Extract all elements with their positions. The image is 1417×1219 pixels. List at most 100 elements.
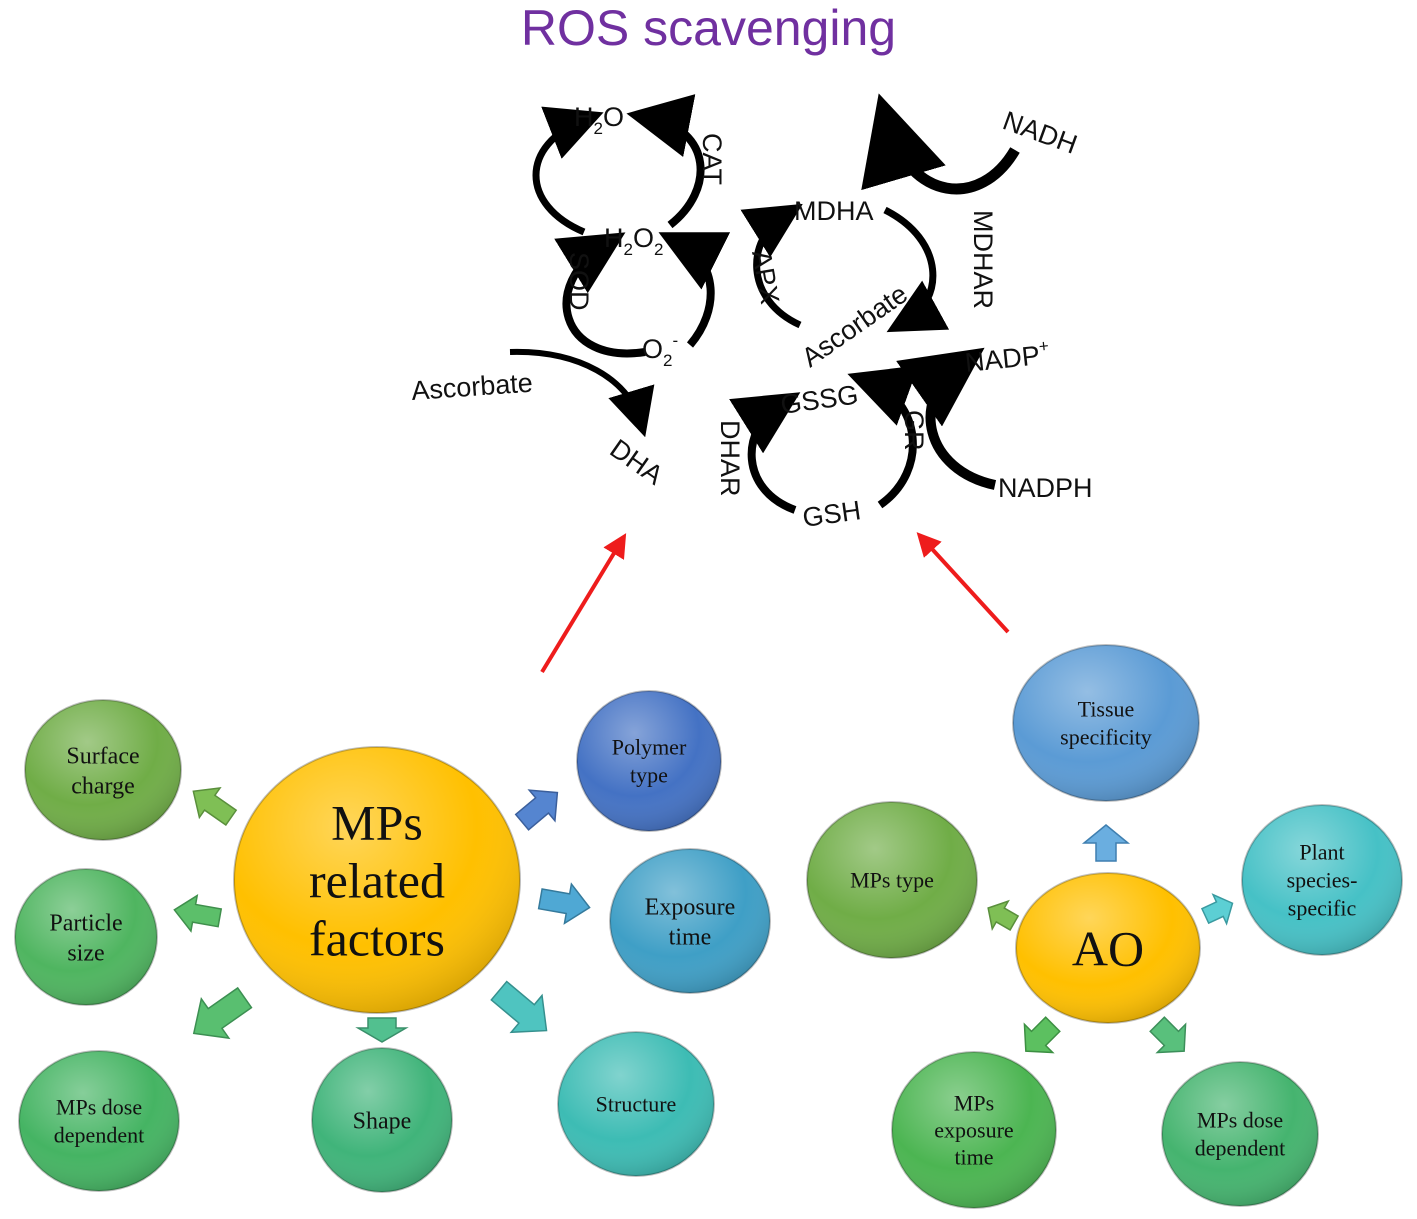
surface-charge-label-line: Surface — [66, 743, 139, 769]
shape-gloss — [312, 1048, 452, 1192]
block-arrow — [192, 787, 238, 827]
apx-label: APX — [746, 248, 785, 306]
plant-species-specific-gloss — [1242, 805, 1402, 955]
plant-species-specific-label-line: Plant — [1299, 840, 1344, 865]
mps-type-gloss — [807, 802, 977, 958]
mps-center-gloss — [234, 747, 520, 1013]
block-arrow — [1200, 893, 1234, 926]
mdha-label: MDHA — [794, 196, 874, 226]
sod-label: SOD — [564, 252, 594, 311]
block-arrow — [1149, 1016, 1187, 1054]
mps-center-label-line: MPs — [331, 795, 423, 851]
polymer-type-label-line: type — [630, 763, 668, 788]
gsh-label: GSH — [801, 495, 863, 533]
ascorbate-mid-label: Ascorbate — [796, 279, 913, 373]
tissue-specificity-label-line: Tissue — [1078, 697, 1135, 722]
nadph-label: NADPH — [998, 473, 1093, 503]
polymer-type-node: Polymer type — [576, 690, 722, 832]
cycle-arrow — [729, 392, 801, 514]
ao-mps-dose-label-line: MPs dose — [1197, 1108, 1283, 1133]
block-arrow — [514, 789, 559, 831]
tissue-specificity-label-line: specificity — [1060, 725, 1152, 750]
cat-label: CAT — [697, 133, 727, 185]
mps-type-node: MPs type — [806, 801, 978, 959]
plant-species-specific-label-line: specific — [1288, 896, 1357, 921]
ros-pathway: H2O H2O2 O2- CAT SOD APX MDHA MDHAR NADH… — [410, 93, 1093, 533]
exposure-time-label-line: time — [669, 924, 712, 950]
surface-charge-label-line: charge — [71, 773, 135, 799]
cycle-arrow — [740, 203, 803, 329]
structure-gloss — [558, 1032, 714, 1176]
exposure-time-gloss — [610, 849, 770, 993]
ao-mps-dose-label: MPs dose dependent — [1195, 1108, 1285, 1161]
shape-label-line: Shape — [353, 1108, 412, 1134]
cycle-arrow — [847, 365, 919, 509]
cycle-arrow — [554, 232, 646, 358]
exposure-time-label: Exposure time — [645, 894, 736, 950]
h2o2-label: H2O2 — [604, 223, 663, 259]
dhar-label: DHAR — [715, 420, 745, 497]
block-arrow — [173, 894, 223, 933]
cycle-arrow — [509, 348, 655, 438]
mdhar-label: MDHAR — [968, 210, 998, 309]
cycle-arrow — [626, 94, 705, 229]
gr-label: GR — [899, 410, 929, 451]
particle-size-gloss — [15, 869, 157, 1005]
shape-node: Shape — [311, 1047, 453, 1193]
exposure-time-label-line: Exposure — [645, 894, 736, 920]
ao-center-node: AO — [1015, 872, 1201, 1024]
surface-charge-label: Surface charge — [66, 743, 139, 799]
polymer-type-label-line: Polymer — [612, 735, 687, 760]
mps-dose-label-line: dependent — [54, 1123, 144, 1148]
ao-center-gloss — [1016, 873, 1200, 1023]
cycle-arrow — [658, 232, 731, 348]
mps-exposure-time-label-line: exposure — [934, 1118, 1013, 1143]
structure-label-line: Structure — [596, 1092, 677, 1117]
mps-type-label: MPs type — [850, 868, 934, 893]
link-arrow-right — [916, 532, 1010, 634]
block-arrow — [192, 986, 253, 1040]
cycle-arrow — [532, 106, 604, 236]
block-arrows — [173, 787, 1234, 1054]
block-arrow — [490, 980, 548, 1034]
particle-size-label-line: Particle — [49, 910, 122, 936]
link-arrow-left — [540, 533, 627, 674]
ao-mps-dose-node: MPs dose dependent — [1161, 1061, 1319, 1207]
tissue-specificity-label: Tissue specificity — [1060, 697, 1152, 750]
cycle-arrow — [861, 93, 1020, 195]
surface-charge-gloss — [25, 700, 181, 840]
ao-mps-dose-gloss — [1162, 1062, 1318, 1206]
cycle-arrow — [883, 206, 950, 333]
block-arrow — [355, 1017, 409, 1043]
block-arrow — [987, 899, 1020, 931]
block-arrow — [537, 882, 591, 925]
ao-center-label-line: AO — [1072, 921, 1144, 977]
mps-type-label-line: MPs type — [850, 868, 934, 893]
exposure-time-node: Exposure time — [609, 848, 771, 994]
ao-mps-dose-label-line: dependent — [1195, 1136, 1285, 1161]
structure-node: Structure — [557, 1031, 715, 1177]
dha-label: DHA — [605, 433, 669, 490]
gssg-label: GSSG — [779, 379, 860, 420]
mps-exposure-time-label-line: time — [954, 1145, 993, 1170]
diagram-title: ROS scavenging — [520, 0, 897, 56]
h2o-label: H2O — [574, 102, 624, 138]
surface-charge-node: Surface charge — [24, 699, 182, 841]
cycle-arrow — [896, 347, 997, 490]
tissue-specificity-gloss — [1013, 645, 1199, 801]
mps-exposure-time-label-line: MPs — [954, 1091, 994, 1116]
tissue-specificity-node: Tissue specificity — [1012, 644, 1200, 802]
mps-exposure-time-gloss — [892, 1052, 1056, 1208]
polymer-type-gloss — [577, 691, 721, 831]
mps-center-label-line: related — [309, 853, 445, 909]
